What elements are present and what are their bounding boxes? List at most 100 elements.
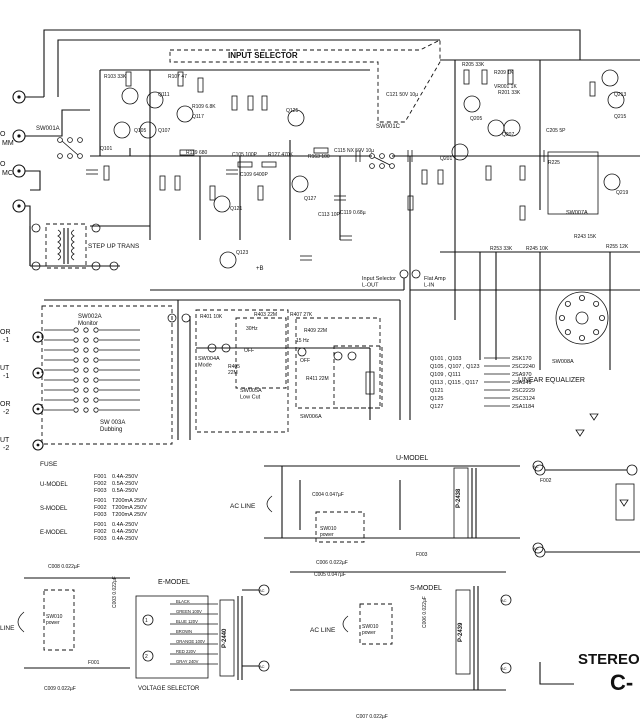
- jack-mm-label: O: [0, 131, 6, 138]
- eq-tap-point: [579, 334, 586, 341]
- fuse-value: 0.4A-250V: [112, 536, 138, 542]
- voltage-tap-label: BLUE 120V: [176, 619, 198, 624]
- label-r107: R107 47: [168, 74, 187, 80]
- vs-tap-2: 2: [145, 654, 148, 660]
- input-selector-frame: [169, 39, 441, 123]
- label-c121: C121 50V 10µ: [386, 92, 418, 98]
- transistor-row-right: 2SA970: [512, 372, 532, 378]
- fuse-model-label: E-MODEL: [40, 530, 68, 536]
- input-transistors: [113, 69, 625, 269]
- label-r407: R407 27K: [290, 312, 313, 318]
- capacitor-set: [86, 150, 545, 261]
- title-line2: C-: [610, 670, 633, 695]
- monitor-contact: [93, 327, 99, 333]
- e-transformer-label: P-2440: [222, 628, 228, 648]
- s-ac-line-label: AC LINE: [310, 627, 336, 634]
- label-r401: R401 10K: [200, 314, 223, 320]
- resistor-network: [103, 69, 596, 221]
- monitor-contact: [93, 337, 99, 343]
- monitor-contact: [73, 397, 79, 403]
- fuse-value: T200mA 250V: [112, 498, 147, 504]
- e-c008-label: C008 0.022µF: [48, 564, 80, 570]
- fuse-model-label: U-MODEL: [40, 482, 68, 488]
- right-diodes: [534, 413, 640, 558]
- monitor-contact: [83, 407, 89, 413]
- u-ac-top: AC: [533, 464, 539, 469]
- top-bus-wiring: [25, 29, 581, 267]
- monitor-contact: [93, 347, 99, 353]
- monitor-contact: [83, 347, 89, 353]
- transistor-row-right: 2SA1184: [512, 404, 534, 410]
- label-r245: R245 10K: [526, 246, 549, 252]
- transistor-row-right: 2SK170: [512, 356, 532, 362]
- top-component-labels: R103 33K R107 47 R109 6.8K Q101 Q105 Q10…: [100, 74, 418, 256]
- sw001c-switch: SW001C: [369, 124, 401, 169]
- monitor-contact: [83, 397, 89, 403]
- label-c115: C115 NX 50V 10µ: [334, 148, 374, 154]
- sw008a-label: SW008A: [552, 359, 574, 365]
- label-q117: Q117: [192, 114, 204, 120]
- fuse-value: T200mA 250V: [112, 505, 147, 511]
- linear-eq-label: LINEAR EQUALIZER: [518, 377, 585, 384]
- monitor-contact: [83, 337, 89, 343]
- s-transformer-label: P-2439: [458, 622, 464, 642]
- label-c205: C205 5P: [546, 128, 566, 134]
- monitor-contact: [83, 387, 89, 393]
- fuse-ref: F001: [94, 474, 107, 480]
- fuse-value: 0.4A-250V: [112, 522, 138, 528]
- jack-play-in-1-sub: -1: [3, 373, 9, 380]
- voltage-tap-label: GRAY 240V: [176, 659, 199, 664]
- monitor-contact: [83, 327, 89, 333]
- label-q107: Q107: [158, 128, 170, 134]
- fuse-value: 0.5A-250V: [112, 481, 138, 487]
- s-c006-label: C006 0.022µF: [316, 560, 348, 566]
- sw001a-switch: SW001A: [36, 126, 83, 159]
- label-r163: R163 100: [308, 154, 330, 160]
- sw001a-label: SW001A: [36, 126, 60, 132]
- transistor-row-right: 2SC3124: [512, 396, 535, 402]
- monitor-contact: [73, 357, 79, 363]
- monitor-contact: [93, 397, 99, 403]
- monitor-dubbing-frame: [41, 305, 173, 445]
- monitor-contact: [83, 367, 89, 373]
- voltage-tap-label: BLACK: [176, 599, 190, 604]
- label-q201: Q201: [440, 156, 452, 162]
- label-vr001: VR001 1K: [494, 84, 517, 90]
- label-q127: Q127: [304, 196, 316, 202]
- label-off-2: OFF: [300, 358, 310, 364]
- label-q121: Q121: [230, 206, 242, 212]
- e-f001-label: F001: [88, 660, 100, 666]
- vs-tap-1: 1: [145, 618, 148, 624]
- fuse-heading: FUSE: [40, 461, 58, 468]
- transistor-row-left: Q105 , Q107 , Q123: [430, 364, 480, 370]
- label-r409: R409 22M: [304, 328, 327, 334]
- label-q125: Q125: [286, 108, 298, 114]
- e-c003-label: C003 0.022µF: [112, 576, 118, 608]
- label-q215: Q215: [614, 114, 626, 120]
- monitor-contact: [83, 357, 89, 363]
- transistor-row-left: Q125: [430, 396, 443, 402]
- label-r411: R411 22M: [306, 376, 329, 382]
- u-c005-label: C005 0.047µF: [314, 572, 346, 578]
- monitor-contact: [73, 407, 79, 413]
- label-q123: Q123: [236, 250, 248, 256]
- voltage-tap-label: GREEN 100V: [176, 609, 202, 614]
- monitor-switch-matrix: [44, 327, 140, 413]
- jack-play-in-2: UT: [0, 437, 10, 444]
- fuse-ref: F002: [94, 481, 107, 487]
- e-ac-bot: AC: [259, 664, 265, 669]
- left-input-jacks: O MM O MC OR -1 UT -1 OR -2 UT -2: [0, 90, 44, 452]
- transistor-row-left: Q127: [430, 404, 443, 410]
- label-q207: Q207: [502, 132, 514, 138]
- transistor-row-right: 2SC2229: [512, 388, 535, 394]
- title-line1: STEREO: [578, 651, 640, 668]
- voltage-tap-label: ORANGE 100V: [176, 639, 205, 644]
- filter-labels: R401 10K R403 22M R407 27K R409 22M 30Hz…: [200, 312, 329, 382]
- label-c105: C105 100P: [232, 152, 258, 158]
- monitor-contact: [93, 357, 99, 363]
- label-off-1: OFF: [244, 348, 254, 354]
